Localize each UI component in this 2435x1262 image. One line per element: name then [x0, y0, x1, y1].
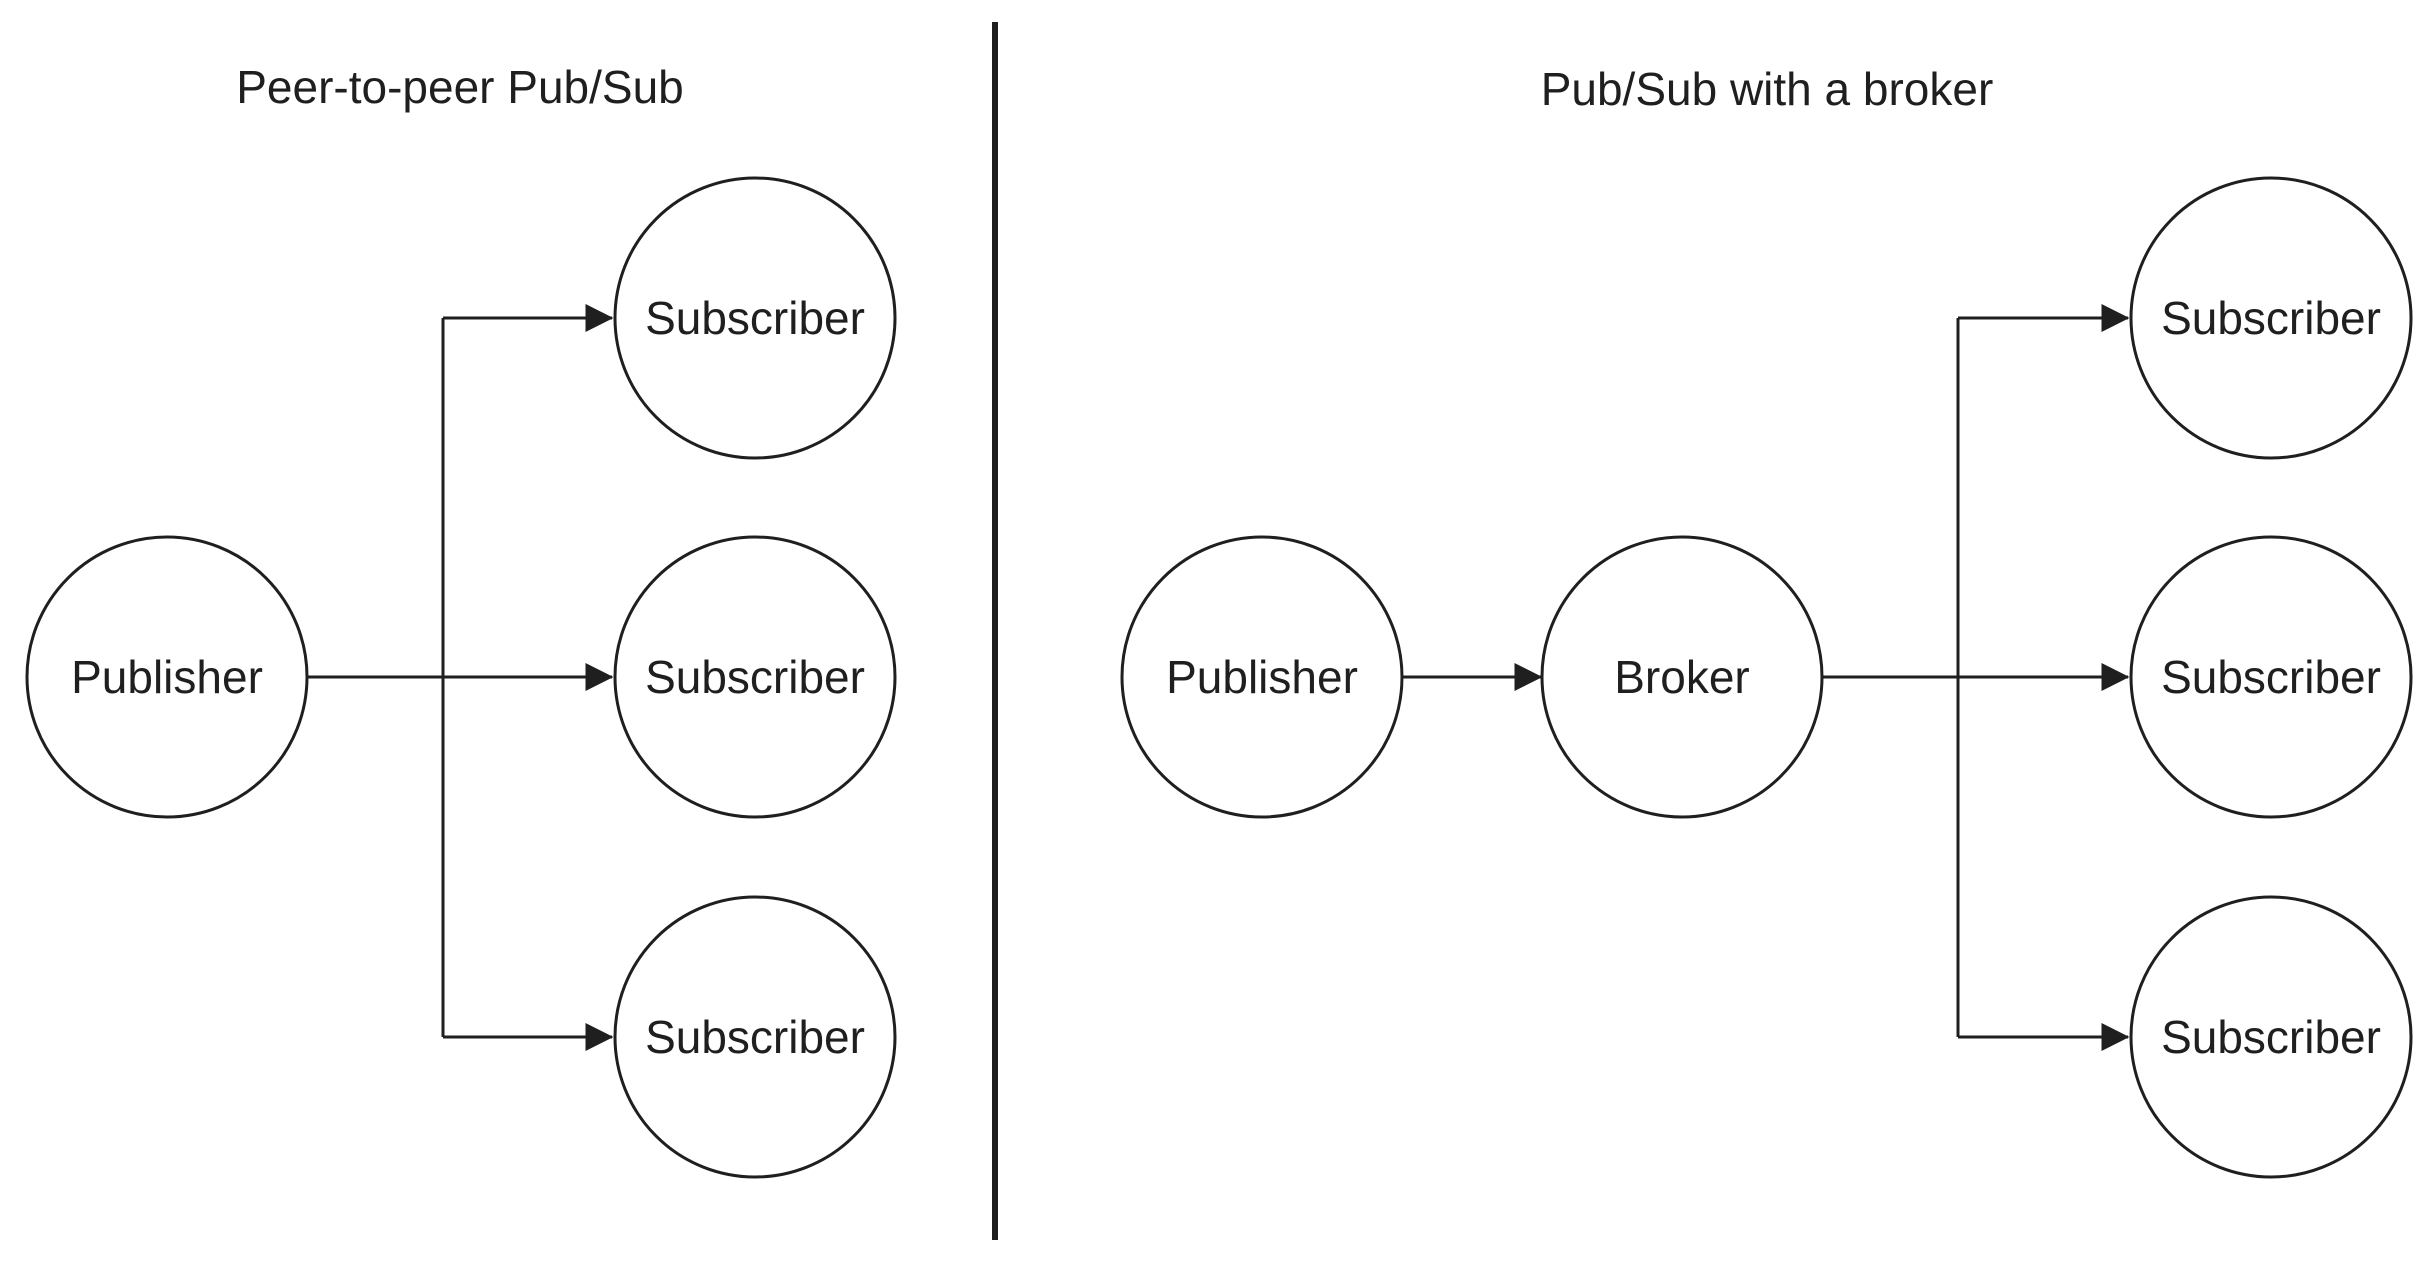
subscriber-circle [613, 895, 897, 1179]
subscriber-node: Subscriber [2129, 895, 2413, 1179]
subscriber-label: Subscriber [645, 292, 865, 344]
broker-node: Broker [1540, 535, 1824, 819]
subscriber-label: Subscriber [645, 651, 865, 703]
subscriber-node: Subscriber [2129, 535, 2413, 819]
subscriber-label: Subscriber [2161, 292, 2381, 344]
left-panel-title: Peer-to-peer Pub/Sub [236, 61, 684, 113]
subscriber-label: Subscriber [2161, 1011, 2381, 1063]
subscriber-circle [2129, 176, 2413, 460]
publisher-node: Publisher [25, 535, 309, 819]
publisher-node: Publisher [1120, 535, 1404, 819]
subscriber-node: Subscriber [613, 176, 897, 460]
publisher-label: Publisher [1166, 651, 1358, 703]
subscriber-circle [2129, 535, 2413, 819]
subscriber-node: Subscriber [613, 895, 897, 1179]
left-panel: Peer-to-peer Pub/Sub Publisher Subscribe… [25, 61, 897, 1179]
subscriber-node: Subscriber [2129, 176, 2413, 460]
right-panel-title: Pub/Sub with a broker [1541, 63, 1994, 115]
subscriber-circle [2129, 895, 2413, 1179]
left-edges [307, 304, 614, 1051]
subscriber-label: Subscriber [2161, 651, 2381, 703]
subscriber-node: Subscriber [613, 535, 897, 819]
subscriber-label: Subscriber [645, 1011, 865, 1063]
subscriber-circle [613, 535, 897, 819]
publisher-circle [25, 535, 309, 819]
right-edges [1402, 304, 2130, 1051]
broker-label: Broker [1614, 651, 1749, 703]
publisher-label: Publisher [71, 651, 263, 703]
broker-circle [1540, 535, 1824, 819]
publisher-circle [1120, 535, 1404, 819]
right-panel: Pub/Sub with a broker Publisher Broker S… [1120, 63, 2413, 1179]
subscriber-circle [613, 176, 897, 460]
